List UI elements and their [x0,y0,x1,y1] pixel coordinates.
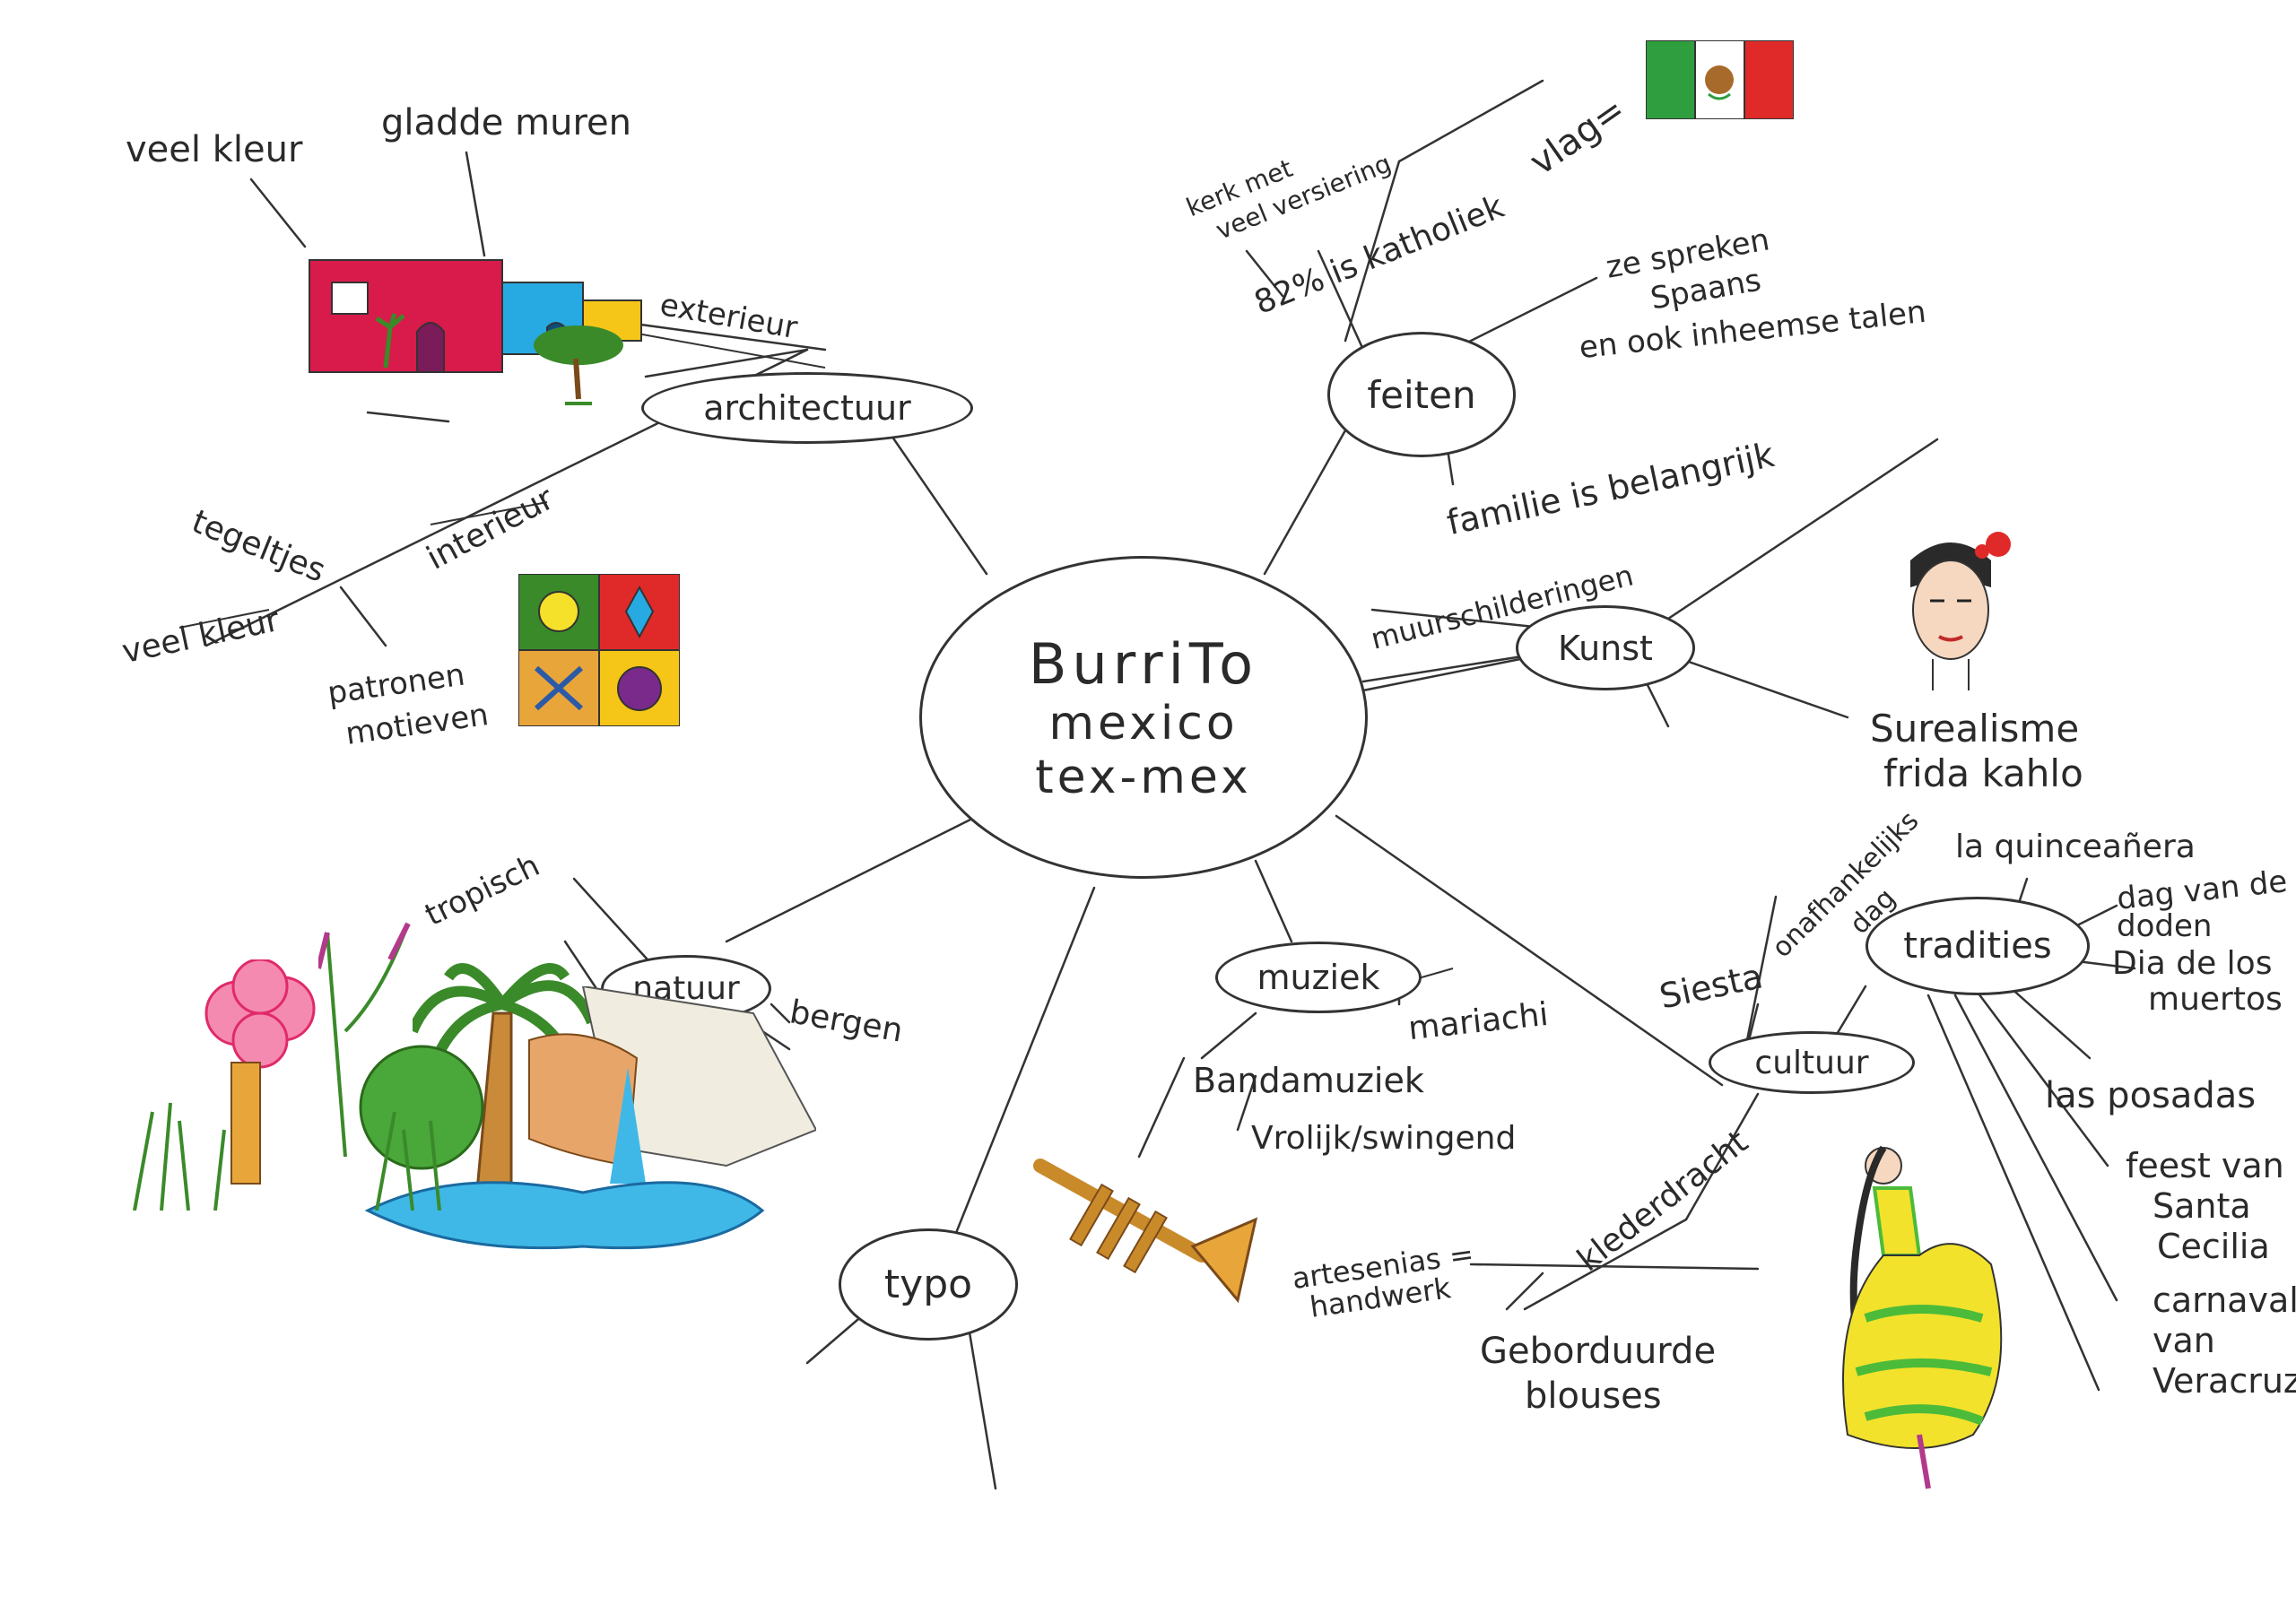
label-feest-line1: feest van [2126,1146,2284,1185]
branch-feiten: feiten [1327,332,1516,457]
house-icon [309,259,642,373]
label-carnaval-line1: carnaval [2152,1280,2296,1320]
label-quinceanera: la quinceañera [1955,829,2196,865]
label-frida: frida kahlo [1883,751,2083,795]
branch-kunst-label: Kunst [1558,628,1653,668]
label-geborduurde-line1: Geborduurde [1480,1331,1717,1372]
label-surealisme: Surealisme [1870,707,2080,751]
label-gladde-muren: gladde muren [381,102,631,143]
tree-icon [534,325,623,405]
branch-architectuur: architectuur [641,372,973,444]
reed-icon [318,922,411,1157]
label-posadas: las posadas [2045,1075,2257,1116]
label-vrolijk: Vrolijk/swingend [1251,1120,1517,1157]
faint-notes-right [1991,296,2287,520]
grass-icon [133,1102,441,1211]
branch-kunst: Kunst [1516,605,1695,690]
label-dia-line2: muertos [2148,981,2283,1018]
faint-notes-kunst [1417,744,1776,879]
label-veel-kleur-top: veel kleur [126,129,303,170]
trumpet-icon [1033,1159,1258,1304]
branch-muziek: muziek [1215,942,1422,1013]
branch-tradities-label: tradities [1903,925,2052,967]
branch-cultuur-label: cultuur [1754,1044,1869,1081]
branch-feiten-label: feiten [1367,372,1476,417]
palm-tree-icon [413,963,592,1212]
waterfall-icon [364,986,816,1250]
branch-typo-label: typo [883,1262,973,1307]
label-feest-line2: Santa [2152,1186,2251,1226]
center-title: BurriTo [1028,630,1259,697]
label-carnaval-line2: van [2152,1321,2215,1360]
label-dia-line1: Dia de los [2112,945,2273,982]
center-subtitle-2: tex-mex [1035,750,1252,804]
branch-muziek-label: muziek [1257,958,1380,997]
branch-architectuur-label: architectuur [703,388,911,428]
center-node: BurriTo mexico tex-mex [919,556,1368,879]
label-bandamuziek: Bandamuziek [1193,1061,1424,1100]
label-dag-line2: doden [2117,908,2213,944]
tile-icon [518,574,680,726]
branch-tradities: tradities [1866,897,2090,995]
label-feest-line3: Cecilia [2157,1227,2270,1266]
flower-icon [204,959,316,1185]
label-carnaval-line3: Veracruz [2152,1361,2296,1401]
branch-cultuur: cultuur [1709,1031,1915,1094]
dancer-icon [1842,1145,2003,1489]
center-subtitle: mexico [1048,696,1239,751]
branch-typo: typo [839,1228,1018,1341]
frida-portrait-icon [1910,532,2011,690]
mexican-flag-icon [1646,40,1794,119]
label-geborduurde-line2: blouses [1525,1376,1662,1417]
